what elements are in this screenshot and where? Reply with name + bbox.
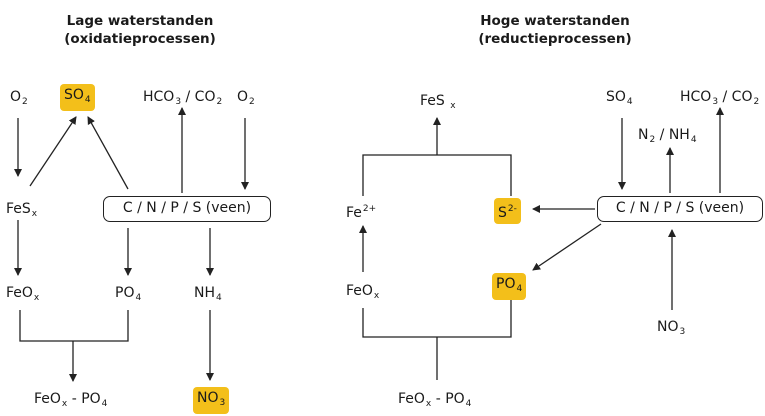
right-n2-nh4-label: N2 / NH4 [638, 127, 697, 145]
left-nh4-label: NH4 [194, 285, 222, 303]
left-no3-label: NO3 [193, 387, 230, 414]
arrow-box-to-so4 [87, 116, 129, 190]
left-feox-po4-label: FeOx - PO4 [34, 391, 108, 409]
right-hco3-co2-label: HCO3 / CO2 [680, 89, 760, 107]
right-peat-box: C / N / P / S (veen) [597, 196, 763, 222]
left-title-line2: (oxidatieprocessen) [64, 31, 216, 47]
right-fes-label: FeS x [420, 93, 456, 111]
left-feox-label: FeOx [6, 285, 40, 303]
right-title: Hoge waterstanden (reductieprocessen) [445, 12, 665, 48]
left-o2-label: O2 [10, 89, 28, 107]
left-peat-box: C / N / P / S (veen) [103, 196, 271, 222]
right-no3-label: NO3 [657, 319, 686, 337]
left-fesx-label: FeSx [6, 201, 38, 219]
right-s2-label: S2- [494, 198, 521, 224]
right-po4-label: PO4 [492, 273, 527, 300]
left-title-line1: Lage waterstanden [66, 13, 214, 29]
right-so4-label: SO4 [606, 89, 633, 107]
bracket-feox-po4-right [362, 300, 512, 338]
left-hco3-co2-label: HCO3 / CO2 [143, 89, 223, 107]
bracket-fe-s [362, 154, 512, 196]
bracket-feox-po4 [19, 310, 129, 342]
right-feox-label: FeOx [346, 283, 380, 301]
left-so4-label: SO4 [60, 84, 95, 111]
left-o2-label-2: O2 [237, 89, 255, 107]
right-fe2-label: Fe2+ [346, 204, 377, 221]
right-title-line2: (reductieprocessen) [478, 31, 632, 47]
right-title-line1: Hoge waterstanden [480, 13, 630, 29]
left-title: Lage waterstanden (oxidatieprocessen) [30, 12, 250, 48]
left-po4-label: PO4 [115, 285, 142, 303]
arrow-fesx-to-so4 [29, 116, 77, 187]
right-feox-po4-label: FeOx - PO4 [398, 391, 472, 409]
arrow-box-to-po4-right [532, 223, 602, 271]
